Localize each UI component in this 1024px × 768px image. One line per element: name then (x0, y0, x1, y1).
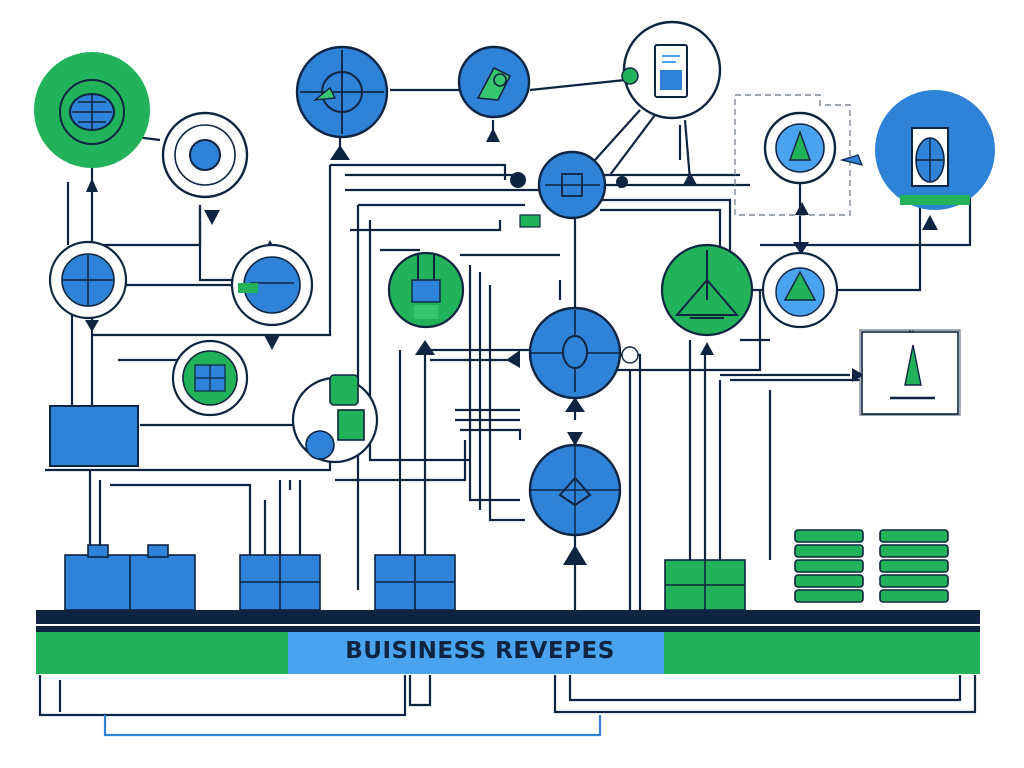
node-n4 (457, 45, 531, 119)
arrow-up (563, 545, 587, 565)
target-icon (189, 139, 221, 171)
banner-highlight (288, 632, 664, 674)
arrow-up (922, 215, 938, 230)
node-n11 (660, 243, 754, 337)
base-platform (36, 610, 980, 674)
rocket-icon (476, 66, 512, 101)
node-n1 (34, 52, 150, 168)
server-block (49, 405, 139, 467)
puzzle-icon (329, 374, 359, 406)
node-n15 (528, 306, 639, 400)
handshake-icon (558, 476, 592, 507)
node-n9 (230, 243, 314, 327)
arrow-down (204, 210, 220, 225)
arrow-up (565, 397, 585, 412)
wrench-panel (861, 331, 959, 415)
factory-icon (789, 129, 811, 161)
node-n6 (537, 150, 607, 220)
storage-stacks (64, 529, 949, 611)
node-n14 (291, 374, 379, 464)
arrow-up (486, 128, 500, 142)
banner-label: BUISINESS REVEPES (345, 638, 615, 664)
node-n2 (161, 111, 249, 199)
wrench-icon (904, 344, 922, 386)
triangle-icon (674, 278, 740, 316)
arrow-up (700, 342, 714, 355)
connector-lines (38, 78, 977, 737)
arrow-up (683, 172, 697, 185)
arrow-up (86, 178, 98, 192)
shield-icon (783, 270, 817, 301)
arrow-left (506, 350, 520, 368)
arrow-down (85, 320, 99, 332)
small-module (510, 172, 628, 228)
node-n12b (761, 251, 839, 329)
node-n10 (387, 251, 465, 329)
node-n12 (875, 90, 995, 210)
dashed-frames (734, 94, 961, 416)
arrow-right (852, 368, 864, 382)
node-n16 (528, 443, 622, 537)
arrow-down (264, 335, 280, 350)
arrow-down (567, 432, 583, 446)
arrow-up (330, 145, 350, 160)
node-n13 (171, 339, 249, 417)
node-n5 (621, 20, 722, 120)
node-n8 (48, 240, 128, 320)
node-n3 (295, 45, 389, 139)
arrow-up (795, 202, 809, 215)
node-n7 (763, 111, 863, 185)
arrow-up (415, 340, 435, 355)
arrow-down (793, 242, 809, 255)
